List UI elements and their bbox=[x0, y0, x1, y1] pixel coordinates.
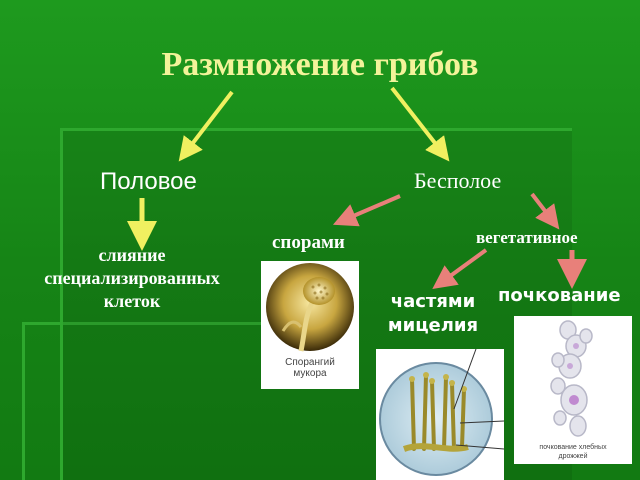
mycelium-parts-label: частями мицелия bbox=[378, 290, 488, 338]
arrow-to-asexual bbox=[390, 86, 450, 162]
mycelium-illustration bbox=[379, 349, 504, 476]
spores-label: спорами bbox=[272, 232, 345, 253]
cell-fusion-line: специализированных bbox=[44, 268, 220, 288]
sporangium-illustration bbox=[266, 263, 354, 352]
mycelium-line: мицелия bbox=[387, 315, 479, 336]
caption-line: дрожжей bbox=[558, 453, 588, 460]
sporangium-caption: Спорангий мукора bbox=[261, 357, 359, 379]
caption-line: почкование хлебных bbox=[539, 444, 607, 451]
yeast-illustration bbox=[550, 320, 593, 437]
caption-line: мукора bbox=[293, 368, 327, 379]
decor-line bbox=[22, 322, 282, 325]
vegetative-label: вегетативное bbox=[476, 228, 578, 247]
decor-line bbox=[60, 128, 572, 131]
mycelium-line: частями bbox=[390, 291, 476, 312]
slide-title: Размножение грибов bbox=[161, 46, 479, 83]
budding-label: почкование bbox=[498, 285, 621, 306]
mycelium-image bbox=[376, 349, 504, 480]
arrow-to-mycelium bbox=[432, 248, 488, 290]
asexual-reproduction-label: Бесполое bbox=[414, 168, 502, 193]
arrow-to-spores bbox=[332, 194, 401, 227]
yeast-caption: почкование хлебных дрожжей bbox=[514, 443, 632, 461]
arrow-to-vegetative bbox=[530, 192, 560, 230]
caption-line: Спорангий bbox=[285, 357, 335, 368]
sexual-reproduction-label: Половое bbox=[100, 168, 197, 195]
yeast-budding-image: почкование хлебных дрожжей bbox=[514, 316, 632, 464]
arrow-to-sexual bbox=[178, 90, 234, 162]
sporangium-image: Спорангий мукора bbox=[261, 261, 359, 389]
cell-fusion-line: клеток bbox=[103, 291, 161, 311]
cell-fusion-text: слияние специализированных клеток bbox=[14, 244, 250, 313]
decor-line bbox=[60, 128, 63, 480]
decor-line bbox=[22, 322, 25, 480]
